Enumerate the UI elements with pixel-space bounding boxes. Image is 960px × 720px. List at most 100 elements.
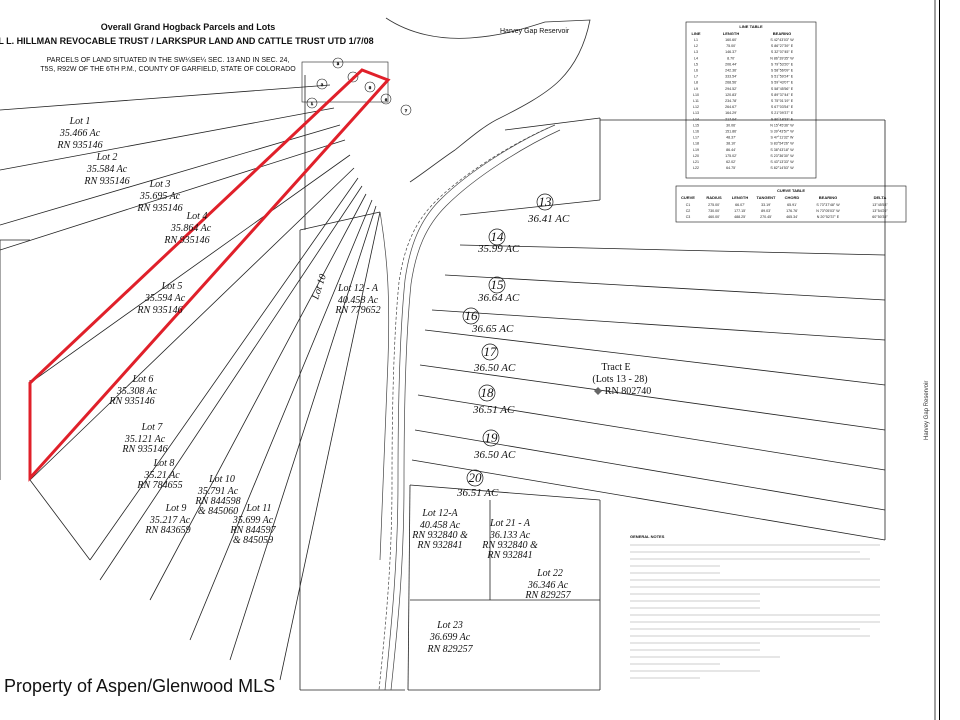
lot-3-rn: RN 935146 bbox=[136, 203, 182, 214]
county-road bbox=[378, 124, 561, 691]
tract-e-label: Tract E (Lots 13 - 28) RN 802740 bbox=[592, 362, 651, 397]
parcel-2: 2 bbox=[321, 82, 324, 87]
reservoir-side-label: Harvey Gap Reservoir bbox=[924, 381, 930, 440]
lot-6-acres: 35.308 Ac bbox=[116, 386, 158, 397]
map-location-2: T5S, R92W OF THE 6TH P.M., COUNTY OF GAR… bbox=[40, 66, 296, 73]
curve-table-cell: 60°50'35" bbox=[872, 215, 888, 219]
line-table-cell-line: L1 bbox=[694, 38, 698, 42]
line-table-cell-length: 234.78' bbox=[725, 99, 737, 103]
curve-table-header: CURVE bbox=[681, 195, 695, 200]
lot-14-acres: 35.99 AC bbox=[477, 243, 520, 255]
lot-21a-rn2: RN 932841 bbox=[486, 550, 532, 561]
map-title: Overall Grand Hogback Parcels and Lots bbox=[101, 22, 276, 32]
line-table-cell-line: L10 bbox=[693, 93, 699, 97]
lot-10-name: Lot 10 bbox=[208, 474, 235, 485]
curve-table-cell: N 20°52'37" E bbox=[817, 215, 840, 219]
lot-12a-rn2: RN 932841 bbox=[416, 540, 462, 551]
parcel-1: 1 bbox=[311, 101, 314, 106]
curve-table-cell: 460.00' bbox=[708, 215, 720, 219]
line-table-cell-length: 160.60' bbox=[725, 38, 737, 42]
lot-15-acres: 36.64 AC bbox=[477, 292, 520, 304]
line-table-cell-length: 30.06' bbox=[726, 123, 736, 127]
east-lot-lines bbox=[407, 117, 886, 691]
line-table-cell-length: 48.37' bbox=[726, 136, 736, 140]
curve-table-header: CHORD bbox=[785, 195, 800, 200]
lot-12a-upper-name: Lot 12 - A bbox=[337, 283, 379, 294]
lot-1-rn: RN 935146 bbox=[56, 140, 102, 151]
lot-1-name: Lot 1 bbox=[69, 116, 91, 127]
line-table-cell-line: L6 bbox=[694, 69, 698, 73]
line-table-cell-length: 164.29' bbox=[725, 111, 737, 115]
line-table-cell-length: 206.44' bbox=[725, 62, 737, 66]
line-table-header-bearing: BEARING bbox=[773, 31, 791, 36]
lot-21a-name: Lot 21 - A bbox=[489, 518, 531, 529]
lot-17-number: 17 bbox=[484, 344, 498, 359]
line-table-cell-length: 333.54' bbox=[725, 75, 737, 79]
line-table-cell-bearing: S 59°43'07" E bbox=[771, 81, 794, 85]
line-table-cell-bearing: N 86°39'35" W bbox=[770, 56, 794, 60]
curve-table-header: DELTA bbox=[874, 195, 887, 200]
notes-title: GENERAL NOTES bbox=[630, 534, 665, 539]
line-table-cell-bearing: S 21°09'37" E bbox=[771, 111, 794, 115]
lot-14-number: 14 bbox=[491, 229, 505, 244]
line-table-cell-line: L13 bbox=[693, 111, 699, 115]
line-table-cell-line: L21 bbox=[693, 160, 699, 164]
lot-2-acres: 35.584 Ac bbox=[86, 164, 128, 175]
curve-table-cell: C2 bbox=[686, 209, 691, 213]
lot-7-acres: 35.121 Ac bbox=[124, 434, 166, 445]
curve-table-cell: C3 bbox=[686, 215, 691, 219]
line-table-cell-line: L11 bbox=[693, 99, 699, 103]
curve-table-header: LENGTH bbox=[732, 195, 749, 200]
lot-12a-acres: 40.458 Ac bbox=[420, 520, 461, 531]
lot-4-rn: RN 935146 bbox=[163, 235, 209, 246]
parcel-5: 5 bbox=[369, 85, 372, 90]
lot-18-number: 18 bbox=[481, 385, 495, 400]
lot-6-rn: RN 935146 bbox=[108, 396, 154, 407]
line-table-cell-line: L19 bbox=[693, 148, 699, 152]
lot-11-name: Lot 11 bbox=[245, 503, 271, 514]
tract-e-name: Tract E bbox=[601, 362, 630, 373]
lot-8-name: Lot 8 bbox=[153, 458, 175, 469]
lot-3-name: Lot 3 bbox=[149, 179, 171, 190]
line-table-cell-length: 268.56' bbox=[725, 81, 737, 85]
lot-9-name: Lot 9 bbox=[165, 503, 187, 514]
curve-table-cell: 33.19' bbox=[761, 203, 771, 207]
line-table-cell-line: L2 bbox=[694, 44, 698, 48]
line-table-cell-bearing: S 58°45'56" E bbox=[771, 87, 794, 91]
line-table-cell-line: L15 bbox=[693, 123, 699, 127]
curve-table-cell: 66.07' bbox=[735, 203, 745, 207]
line-table-cell-length: 38.10' bbox=[726, 142, 736, 146]
lot-lines bbox=[0, 75, 405, 691]
curve-table-cell: C1 bbox=[686, 203, 691, 207]
lot-23-rn: RN 829257 bbox=[426, 644, 473, 655]
curve-table-cell: 465.34' bbox=[786, 215, 798, 219]
lot-2-name: Lot 2 bbox=[96, 152, 118, 163]
line-table-cell-bearing: S 83°54'26" W bbox=[770, 142, 794, 146]
lot-16-acres: 36.65 AC bbox=[471, 323, 514, 335]
lot-9-acres: 35.217 Ac bbox=[149, 515, 191, 526]
line-table-cell-length: 146.37' bbox=[725, 50, 737, 54]
lot-3-acres: 35.695 Ac bbox=[139, 191, 181, 202]
line-table-cell-bearing: S 43°13'33" W bbox=[770, 160, 794, 164]
lot-1-acres: 35.466 Ac bbox=[59, 128, 101, 139]
small-parcels: 1 2 3 4 5 6 7 bbox=[301, 57, 412, 116]
line-table-cell-line: L12 bbox=[693, 105, 699, 109]
parcel-3: 3 bbox=[337, 61, 340, 66]
lot-11-rn: RN 844597 bbox=[229, 525, 276, 536]
line-table-cell-bearing: S 51°59'24" E bbox=[771, 75, 794, 79]
lot-8-rn: RN 784655 bbox=[136, 480, 182, 491]
line-table-cell-bearing: S 47°11'32" W bbox=[771, 136, 795, 140]
line-table-title: LINE TABLE bbox=[739, 24, 763, 29]
line-table-cell-line: L9 bbox=[694, 87, 698, 91]
lot-10-road-label: Lot 10 bbox=[310, 273, 329, 302]
parcel-7: 7 bbox=[405, 108, 408, 113]
line-table-cell-line: L4 bbox=[694, 56, 698, 60]
curve-table-cell: 177.15' bbox=[734, 209, 746, 213]
line-table-cell-length: 242.36' bbox=[725, 69, 737, 73]
title-block: Overall Grand Hogback Parcels and Lots A… bbox=[0, 22, 374, 73]
lot-12a-upper-acres: 40.458 Ac bbox=[338, 295, 379, 306]
curve-table-cell: N 73°05'03" W bbox=[816, 209, 840, 213]
line-table-cell-length: 75.00' bbox=[726, 44, 736, 48]
